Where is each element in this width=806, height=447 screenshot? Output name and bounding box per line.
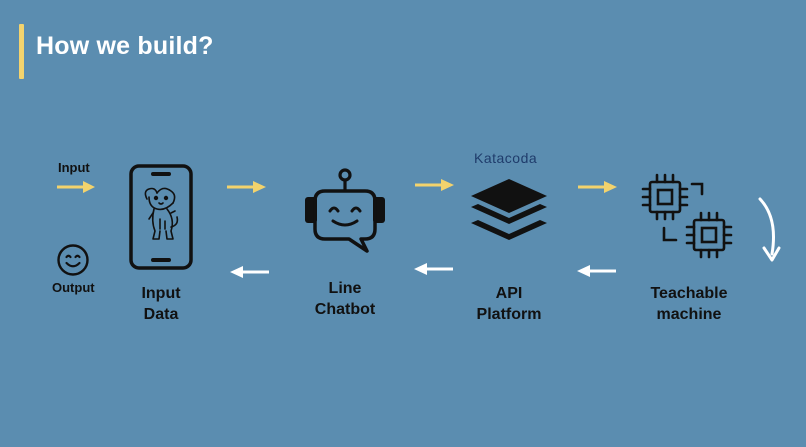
forward-arrow-3: [578, 181, 617, 193]
output-label: Output: [52, 280, 95, 295]
node-label-line-chatbot: Line Chatbot: [302, 278, 388, 320]
node-label-line1: API: [495, 285, 523, 302]
layers-stack-icon: [471, 179, 547, 240]
title-accent-bar: [19, 24, 24, 79]
node-label-line2: Chatbot: [314, 301, 376, 318]
forward-arrow-1: [227, 181, 266, 193]
input-arrow: [57, 181, 95, 193]
node-label-line1: Line: [328, 280, 362, 297]
back-arrow-3: [577, 265, 616, 277]
cpu-chips-icon: [641, 173, 733, 259]
smiley-icon: [57, 244, 89, 276]
back-arrow-2: [414, 263, 453, 275]
node-label-line2: Platform: [476, 306, 542, 323]
back-arrow-1: [230, 266, 269, 278]
node-label-line2: machine: [656, 306, 722, 323]
page-title: How we build?: [36, 32, 214, 60]
input-label: Input: [58, 160, 90, 175]
smartphone-dog-icon: [129, 164, 193, 270]
node-label-teachable-machine: Teachable machine: [637, 283, 741, 325]
curved-down-arrow: [758, 197, 781, 262]
node-label-input-data: Input Data: [119, 283, 203, 325]
katacoda-brand: Katacoda: [474, 150, 538, 166]
node-label-api-platform: API Platform: [464, 283, 554, 325]
node-label-line1: Teachable: [650, 285, 728, 302]
node-label-line2: Data: [143, 306, 179, 323]
node-label-line1: Input: [141, 285, 181, 302]
forward-arrow-2: [415, 179, 454, 191]
robot-icon: [305, 168, 385, 253]
